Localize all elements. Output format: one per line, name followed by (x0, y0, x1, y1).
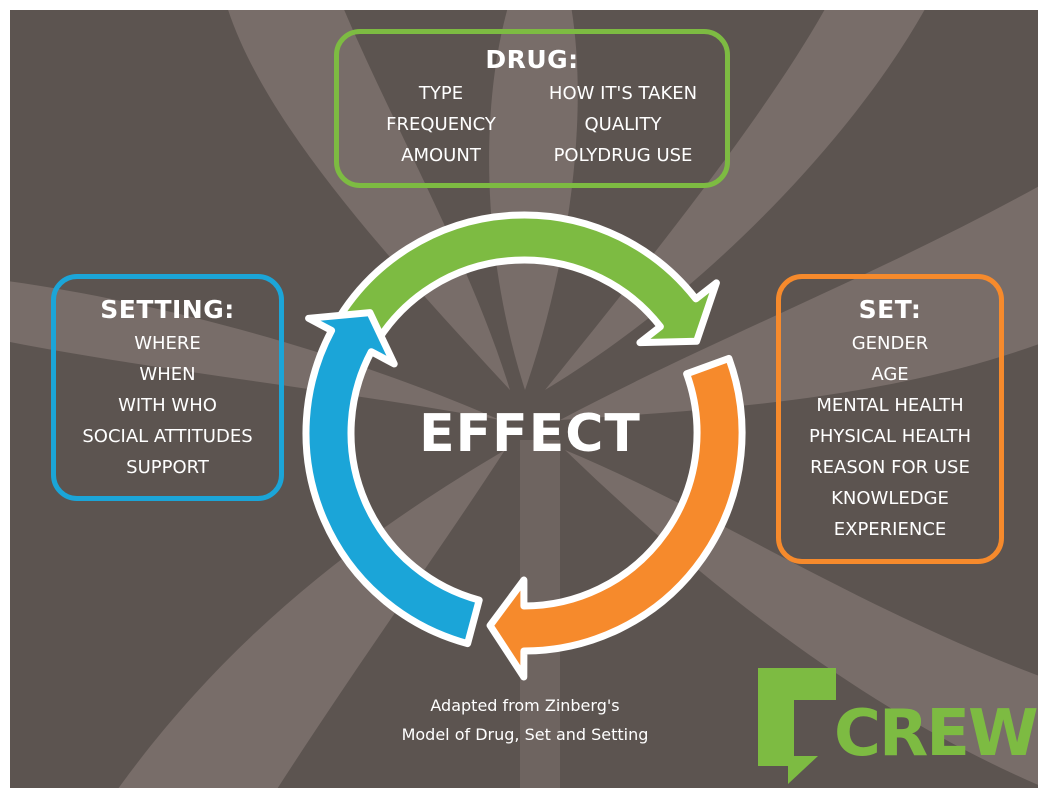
drug-item: POLYDRUG USE (553, 145, 693, 166)
set-item: GENDER (851, 333, 929, 354)
attribution-line-1: Adapted from Zinberg's (430, 696, 620, 715)
set-item: PHYSICAL HEALTH (808, 426, 972, 447)
drug-items: TYPE HOW IT'S TAKEN FREQUENCY QUALITY AM… (353, 77, 711, 171)
set-item: MENTAL HEALTH (816, 395, 964, 416)
drug-item: QUALITY (584, 114, 662, 135)
attribution: Adapted from Zinberg's Model of Drug, Se… (360, 691, 690, 749)
leaf-right (560, 186, 1038, 420)
set-item: AGE (871, 364, 909, 385)
set-title: SET: (858, 295, 922, 324)
set-item: KNOWLEDGE (831, 488, 949, 509)
setting-title: SETTING: (100, 295, 235, 324)
set-item: EXPERIENCE (833, 519, 947, 540)
crew-logo-text: CREW (834, 697, 1038, 771)
drug-item: AMOUNT (401, 145, 481, 166)
drug-item: TYPE (418, 83, 464, 104)
set-box: SET: GENDER AGE MENTAL HEALTH PHYSICAL H… (776, 274, 1004, 564)
setting-item: SUPPORT (126, 457, 209, 478)
setting-item: WHERE (134, 333, 201, 354)
leaf-left (10, 281, 500, 420)
setting-item: WITH WHO (118, 395, 217, 416)
cycle-diagram (302, 211, 746, 681)
leaf-top-left (228, 10, 510, 390)
set-item: REASON FOR USE (810, 457, 970, 478)
leaf-bottom-left (118, 450, 505, 788)
orange-arrow (486, 354, 746, 681)
setting-box: SETTING: WHERE WHEN WITH WHO SOCIAL ATTI… (51, 274, 284, 501)
attribution-line-2: Model of Drug, Set and Setting (401, 725, 649, 744)
green-arrow (335, 211, 720, 347)
drug-item: FREQUENCY (386, 114, 496, 135)
effect-label: EFFECT (419, 404, 641, 464)
crew-logo: CREW (758, 660, 1038, 788)
setting-item: WHEN (139, 364, 196, 385)
leaf-top-center (489, 10, 578, 390)
crew-logo-mark (758, 668, 836, 784)
drug-item: HOW IT'S TAKEN (548, 83, 698, 104)
drug-box: DRUG: TYPE HOW IT'S TAKEN FREQUENCY QUAL… (334, 29, 730, 188)
drug-title: DRUG: (485, 45, 579, 74)
blue-arrow (302, 309, 483, 648)
setting-item: SOCIAL ATTITUDES (82, 426, 253, 447)
infographic: DRUG: TYPE HOW IT'S TAKEN FREQUENCY QUAL… (10, 10, 1038, 788)
